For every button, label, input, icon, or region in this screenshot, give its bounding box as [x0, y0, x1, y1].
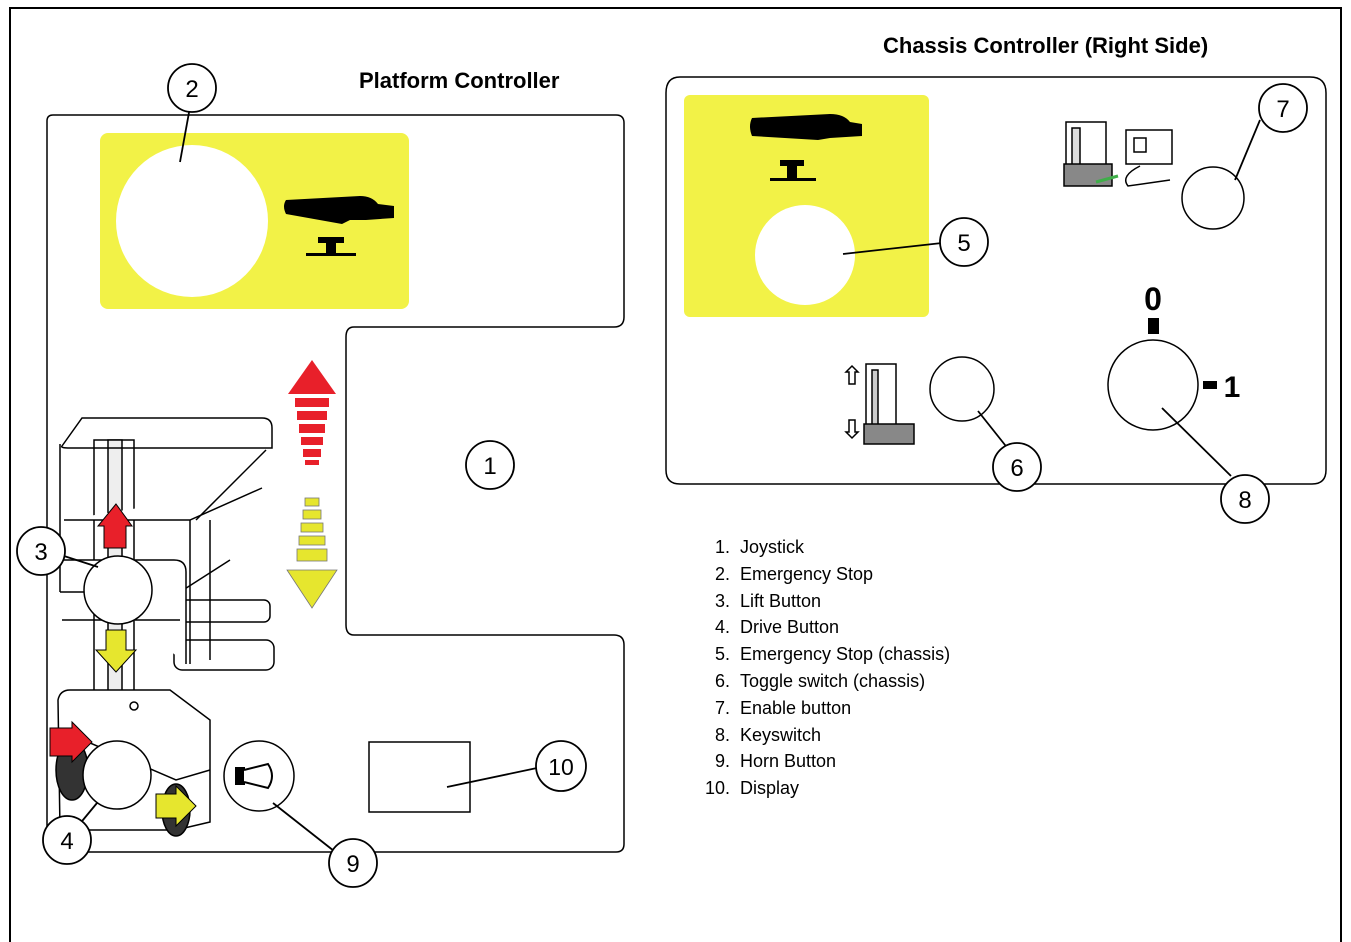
- svg-text:8: 8: [1238, 487, 1251, 514]
- callout-3: 3: [16, 526, 66, 576]
- platform-emergency-stop-button[interactable]: [116, 145, 268, 297]
- lower-down-arrow-icon: [286, 497, 338, 609]
- chassis-keyswitch[interactable]: [1107, 339, 1199, 431]
- chassis-controller-title: Chassis Controller (Right Side): [883, 33, 1209, 58]
- callout-leader-lines: [63, 106, 1261, 852]
- machine-yellow-side-arrow-icon: [155, 784, 197, 828]
- machine-red-side-arrow-icon: [49, 720, 93, 764]
- component-legend: 1.Joystick 2.Emergency Stop 3.Lift Butto…: [696, 534, 950, 802]
- svg-text:3: 3: [34, 539, 47, 566]
- callout-10: 10: [535, 740, 587, 792]
- lift-up-arrow-icon: [288, 360, 336, 465]
- keyswitch-on-label: 1: [1224, 371, 1241, 404]
- chassis-stop-hand-icon: [750, 114, 862, 181]
- legend-item: 6.Toggle switch (chassis): [714, 670, 926, 691]
- chassis-enable-button[interactable]: [1181, 166, 1245, 230]
- chassis-toggle-switch[interactable]: [929, 356, 995, 422]
- machine-yellow-down-arrow-icon: [94, 629, 138, 673]
- horn-icon: [235, 762, 273, 790]
- svg-text:7: 7: [1276, 96, 1289, 123]
- enable-lift-card-icon: [1063, 121, 1173, 187]
- callout-6: 6: [992, 442, 1042, 492]
- svg-text:10: 10: [548, 754, 574, 780]
- toggle-lift-icon: [844, 363, 915, 445]
- drive-button[interactable]: [82, 740, 152, 810]
- legend-item: 3.Lift Button: [714, 590, 822, 611]
- page-border: [9, 7, 1342, 942]
- callout-9: 9: [328, 838, 378, 888]
- svg-text:4: 4: [60, 828, 73, 855]
- callout-4: 4: [42, 815, 92, 865]
- legend-item: 9.Horn Button: [714, 751, 837, 772]
- svg-text:6: 6: [1010, 455, 1023, 482]
- callout-8: 8: [1220, 474, 1270, 524]
- legend-item: 1.Joystick: [714, 537, 805, 557]
- callout-5: 5: [939, 217, 989, 267]
- keyswitch-off-mark: [1148, 318, 1159, 334]
- keyswitch-on-mark: [1203, 381, 1217, 389]
- keyswitch-off-label: 0: [1144, 281, 1162, 317]
- svg-text:2: 2: [185, 76, 198, 103]
- legend-item: 5.Emergency Stop (chassis): [714, 644, 951, 665]
- svg-text:1: 1: [483, 453, 496, 480]
- chassis-emergency-stop-button[interactable]: [755, 205, 855, 305]
- legend-item: 4.Drive Button: [714, 617, 840, 638]
- lift-button[interactable]: [83, 555, 153, 625]
- callout-7: 7: [1258, 83, 1308, 133]
- callout-1: 1: [465, 440, 515, 490]
- svg-text:5: 5: [957, 230, 970, 257]
- legend-item: 10.Display: [704, 778, 800, 799]
- stop-hand-icon: [284, 196, 394, 256]
- svg-text:9: 9: [346, 851, 359, 878]
- platform-controller-title: Platform Controller: [359, 68, 560, 93]
- display-screen: [368, 741, 471, 813]
- legend-item: 2.Emergency Stop: [714, 563, 874, 584]
- legend-item: 8.Keyswitch: [714, 724, 822, 745]
- machine-red-up-arrow-icon: [96, 503, 133, 549]
- callout-2: 2: [167, 63, 217, 113]
- legend-item: 7.Enable button: [714, 697, 852, 718]
